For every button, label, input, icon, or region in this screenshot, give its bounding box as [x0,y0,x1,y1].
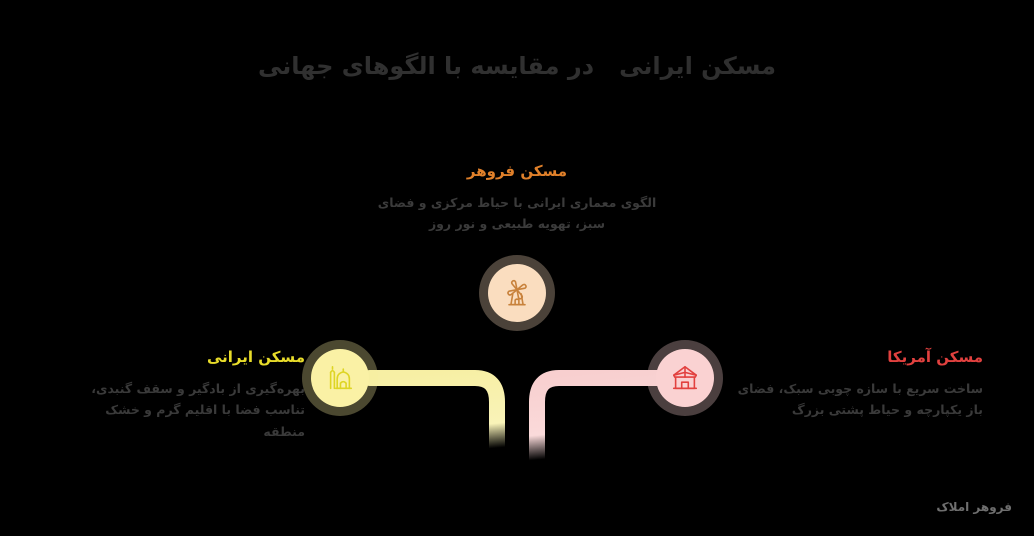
page-title-accent: مسکن ایرانی [619,52,776,80]
node-right-halo [647,340,723,416]
node-left-halo [302,340,378,416]
page-title: مسکن ایرانی در مقایسه با الگوهای جهانی [0,52,1034,80]
branch-left-heading: مسکن ایرانی [206,348,305,366]
left-pipe [362,370,505,466]
branch-center-text: مسکن فروهر الگوی معماری ایرانی با حیاط م… [367,162,667,235]
mosque-icon [329,365,353,390]
branch-left-text: مسکن ایرانی بهره‌گیری از بادگیر و سقف گن… [60,348,305,443]
page-title-main: در مقایسه با الگوهای جهانی [257,52,595,80]
node-left[interactable] [302,340,378,416]
node-right[interactable] [647,340,723,416]
branch-right-body: ساخت سریع با سازه چوبی سبک، فضای باز یکپ… [737,380,983,418]
branch-left-body: بهره‌گیری از بادگیر و سقف گنبدی، تناسب ف… [91,380,305,440]
branch-right-text: مسکن آمریکا ساخت سریع با سازه چوبی سبک، … [733,348,983,421]
branch-right-heading: مسکن آمریکا [887,348,983,366]
watermark: فروهر املاک [936,500,1012,514]
branch-center-heading: مسکن فروهر [466,162,568,180]
right-pipe [529,370,672,466]
node-center[interactable] [479,255,555,331]
windmill-icon [507,279,527,306]
pavilion-icon [672,365,698,390]
branch-center-body: الگوی معماری ایرانی با حیاط مرکزی و فضای… [377,194,657,232]
